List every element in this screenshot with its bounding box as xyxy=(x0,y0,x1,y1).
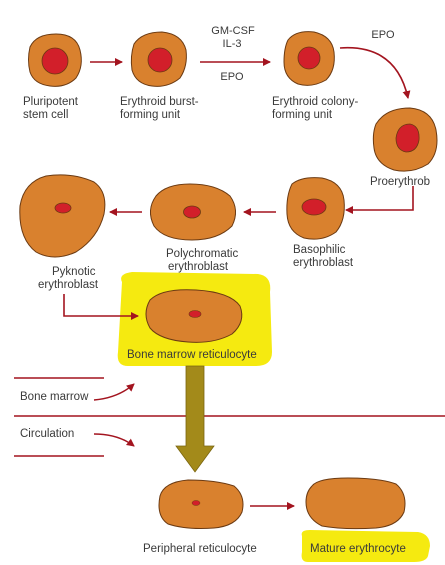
arrow-bone-marrow-curve xyxy=(93,383,135,401)
bfu-cell xyxy=(130,31,187,87)
label-bone-marrow: Bone marrow xyxy=(20,391,89,403)
arrow-proerythroblast-to-basophilic xyxy=(345,186,414,214)
cfu-cell xyxy=(283,31,335,86)
release-down-arrow xyxy=(175,365,215,473)
mature-erythrocyte-cell xyxy=(305,477,406,530)
arrow-cfu-to-proerythroblast xyxy=(339,46,411,99)
basophilic-erythroblast-cell xyxy=(286,177,345,240)
label-bone-marrow-reticulocyte: Bone marrow reticulocyte xyxy=(127,349,257,361)
factor-epo-1: EPO xyxy=(220,71,244,83)
polychromatic-erythroblast-cell xyxy=(150,183,236,241)
pyknotic-erythroblast-cell xyxy=(19,174,106,258)
label-proerythroblast: Proerythrob xyxy=(370,176,430,188)
arrow-pyknotic-to-reticulocyte xyxy=(63,294,139,320)
label-peripheral-reticulocyte: Peripheral reticulocyte xyxy=(143,543,257,555)
label-cfu: Erythroid colony-forming unit xyxy=(272,96,358,121)
pluripotent-stem-cell xyxy=(28,33,82,87)
arrow-circulation-curve xyxy=(93,433,135,447)
label-circulation: Circulation xyxy=(20,428,74,440)
label-bfu: Erythroid burst-forming unit xyxy=(120,96,199,121)
label-mature-erythrocyte: Mature erythrocyte xyxy=(310,543,406,555)
factor-gm-csf: GM-CSF xyxy=(211,25,255,37)
factor-epo-2: EPO xyxy=(371,29,395,41)
peripheral-reticulocyte-cell xyxy=(158,479,244,529)
highlight-mature-erythrocyte xyxy=(301,530,430,562)
factor-il-3: IL-3 xyxy=(223,38,242,50)
bone-marrow-reticulocyte-cell xyxy=(145,289,243,343)
proerythroblast-cell xyxy=(372,107,438,172)
